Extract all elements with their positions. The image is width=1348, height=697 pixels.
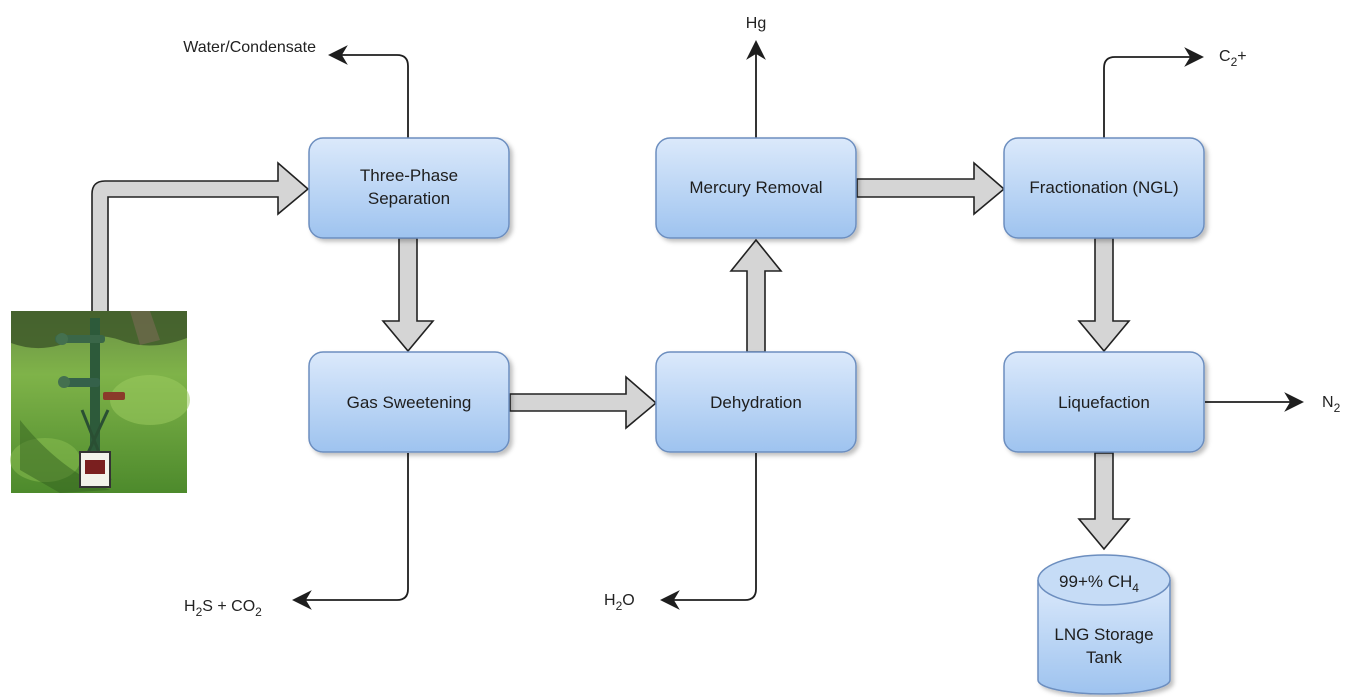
dehydration-label: Dehydration [710,393,802,412]
box-liquefaction: Liquefaction [1003,351,1205,453]
acid-gas-label: H2S + CO2 [184,598,262,619]
box-mercury-removal: Mercury Removal [655,137,857,239]
water-h2o-label: H2O [604,592,635,613]
box-gas-sweetening: Gas Sweetening [308,351,510,453]
tank-label-line2: Tank [1086,648,1122,667]
water-condensate-label: Water/Condensate [183,39,316,56]
flow-arrow-sweetening-to-dehydration [509,375,658,430]
flow-arrow-mercury-to-fractionation [856,161,1006,216]
liquefaction-label: Liquefaction [1058,393,1150,412]
fractionation-label: Fractionation (NGL) [1029,178,1178,197]
lng-storage-tank [1037,554,1171,695]
acid-gas-line [292,453,409,610]
three-phase-label-line2: Separation [368,189,450,208]
flow-arrow-fractionation-to-liquefaction [1077,237,1131,353]
box-dehydration: Dehydration [655,351,857,453]
gas-sweetening-label: Gas Sweetening [347,393,472,412]
tank-purity-label: 99+% CH4 [1059,572,1139,595]
box-fractionation: Fractionation (NGL) [1003,137,1205,239]
wellhead-icon [10,311,190,493]
flow-arrow-dehydration-to-mercury [729,238,783,353]
three-phase-label-line1: Three-Phase [360,166,458,185]
ngl-output-label: C2+ [1219,48,1247,69]
nitrogen-output-label: N2 [1322,394,1341,415]
tank-label-line1: LNG Storage [1054,625,1153,644]
flow-arrow-feed [91,161,310,313]
water-condensate-line [328,45,409,138]
water-removal-line [660,453,757,610]
flow-arrow-separator-to-sweetening [381,237,435,353]
ngl-line [1103,47,1204,138]
flow-arrow-liquefaction-to-tank [1077,452,1131,551]
box-three-phase-separation: Three-Phase Separation [308,137,510,239]
mercury-removal-label: Mercury Removal [689,178,822,197]
mercury-output-label: Hg [746,15,766,32]
